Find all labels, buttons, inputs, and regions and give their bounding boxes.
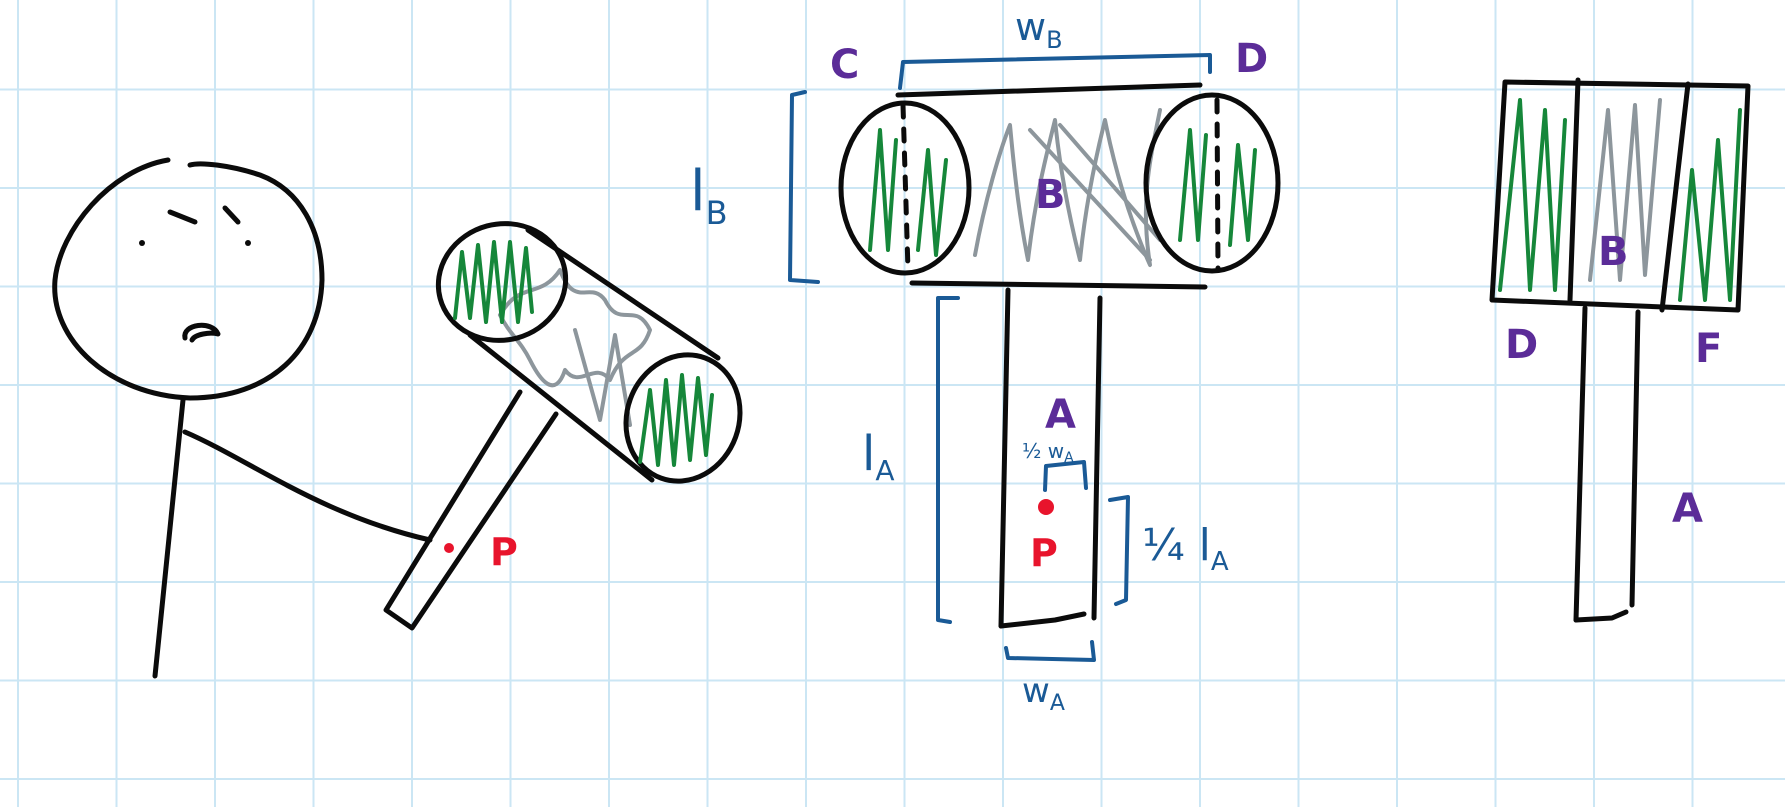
sketch-face-upper [435, 221, 569, 343]
figure-brow-left [167, 209, 198, 225]
sketch-handle [383, 389, 559, 631]
corner-label-c: C [830, 42, 859, 88]
handle-length-label: lA [862, 426, 895, 487]
corner-label-d: D [1235, 36, 1268, 82]
head-length-bracket [788, 90, 820, 284]
handle-left-edge [998, 287, 1011, 629]
sketch-head-grey-fill [498, 268, 652, 427]
handle-length-bracket [936, 296, 960, 624]
figure-neck-body [152, 397, 186, 679]
head-bottom-edge [909, 280, 1208, 290]
point-offset-y-label: ¼ lA [1142, 520, 1229, 577]
sketch-face-lower [623, 352, 743, 484]
side-handle-label-a: A [1672, 486, 1703, 532]
head-width-bracket [898, 53, 1212, 90]
sketch-point-label: P [490, 530, 518, 574]
handle-width-bracket [1004, 640, 1096, 662]
point-offset-x-label: ½ wA [1022, 439, 1074, 466]
figure-arm [182, 429, 433, 543]
head-face-right-centerline [1214, 97, 1221, 271]
figure-eye-left [139, 240, 145, 246]
handle-label-a: A [1045, 392, 1076, 438]
sketch-head-bottom [467, 332, 655, 483]
side-divider-left [1567, 77, 1581, 303]
point-offset-x-bracket [1043, 460, 1088, 492]
stick-figure [52, 157, 433, 679]
head-grey-fill [973, 108, 1162, 267]
side-view: B D F A [1489, 77, 1751, 623]
front-point-label: P [1030, 531, 1058, 575]
head-face-left-centerline [900, 102, 911, 273]
side-head-outline [1489, 79, 1751, 313]
handle-right-edge [1091, 295, 1103, 621]
side-handle-bottom-edge [1573, 609, 1629, 623]
figure-mouth [182, 322, 221, 343]
handle-width-label: wA [1022, 671, 1065, 716]
front-view: C D B wB lB A lA wA ½ wA P ¼ lA [690, 5, 1281, 716]
side-label-f: F [1695, 326, 1722, 372]
sketch-point-dot [444, 543, 454, 553]
side-handle-left-edge [1573, 305, 1588, 623]
side-head-label-b: B [1598, 229, 1629, 275]
head-face-right [1143, 92, 1281, 274]
front-point-dot [1038, 499, 1054, 515]
side-handle-right-edge [1629, 309, 1641, 608]
head-face-left [838, 100, 972, 276]
head-length-label: lB [690, 159, 728, 232]
figure-head [52, 157, 325, 401]
point-offset-y-bracket [1108, 495, 1130, 606]
side-label-d: D [1505, 322, 1538, 368]
hammer-sketch: P [383, 221, 743, 631]
figure-brow-right [222, 205, 241, 225]
figure-eye-right [245, 240, 251, 246]
handle-bottom-edge [998, 611, 1087, 629]
head-label-b: B [1035, 172, 1066, 218]
side-divider-right [1659, 81, 1691, 313]
head-width-label: wB [1015, 5, 1063, 54]
head-top-edge [895, 82, 1203, 98]
